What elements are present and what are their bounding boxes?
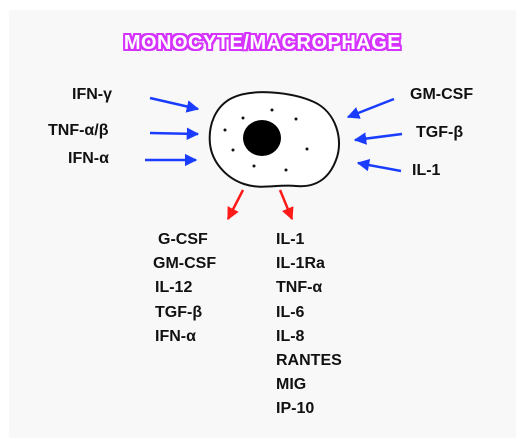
output-ip-10: IP-10 [276,400,315,417]
output-ifn-alpha: IFN-α [155,328,196,345]
input-tnf-alpha-beta: TNF-α/β [48,122,109,139]
arrow-tgf-beta-in [353,132,403,145]
input-tgf-beta: TGF-β [416,124,464,141]
input-ifn-alpha: IFN-α [68,150,109,167]
input-ifn-gamma: IFN-γ [72,86,112,103]
arrow-il-1-in [356,158,402,173]
output-il-8: IL-8 [276,328,305,345]
output-g-csf: G-CSF [158,231,208,248]
arrow-ifn-gamma [149,96,200,113]
output-il-6: IL-6 [276,304,305,321]
output-rantes: RANTES [276,352,342,369]
diagram-background [9,10,516,438]
output-il-12: IL-12 [155,279,193,296]
cell-nucleus [243,120,281,156]
input-il-1: IL-1 [412,162,441,179]
arrow-output-right [278,189,294,221]
input-gm-csf: GM-CSF [410,86,474,103]
arrow-tnf-alpha-beta [149,127,200,141]
arrow-output-left [226,189,245,221]
output-tgf-beta: TGF-β [155,304,203,321]
diagram-title: MONOCYTE/MACROPHAGE [123,32,402,54]
output-tnf-alpha: TNF-α [276,279,323,296]
output-mig: MIG [276,376,307,393]
output-gm-csf: GM-CSF [153,255,217,272]
cytoplasm-granules [223,108,309,172]
arrow-gm-csf-in [346,97,395,119]
output-il-1ra: IL-1Ra [276,255,325,272]
output-il-1: IL-1 [276,231,305,248]
